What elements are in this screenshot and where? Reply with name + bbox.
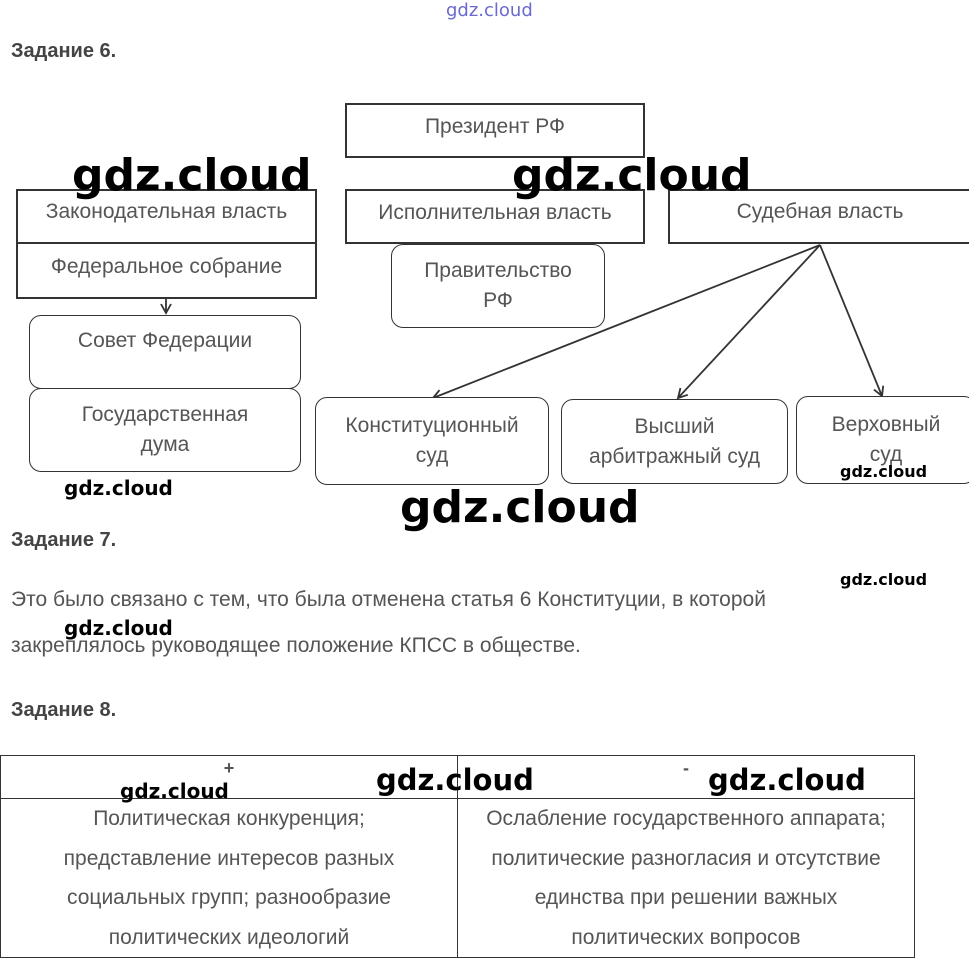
executive-box: Исполнительная власть	[345, 189, 645, 244]
table-row: Политическая конкуренция; представление …	[0, 798, 915, 958]
task6-heading: Задание 6.	[11, 40, 117, 62]
watermark-big-bottom: gdz.cloud	[400, 482, 640, 533]
pros-cons-table: + - Политическая конкуренция; представле…	[0, 755, 915, 958]
legislative-label: Законодательная власть	[45, 200, 288, 223]
president-box: Президент РФ	[345, 103, 645, 158]
constitutional-court-box: Конституционный суд	[315, 397, 549, 485]
supreme-court-label: Верховный суд	[831, 413, 941, 466]
federal-assembly-label: Федеральное собрание	[50, 255, 283, 278]
state-duma-label: Государственная дума	[81, 403, 249, 456]
judicial-box: Судебная власть	[668, 189, 969, 244]
watermark-big-left: gdz.cloud	[72, 150, 312, 201]
watermark-table-right: gdz.cloud	[708, 763, 866, 797]
plus-text: Политическая конкуренция; представление …	[63, 807, 395, 949]
arrow-judicial-to-arbitration	[676, 244, 821, 400]
arbitration-court-box: Высший арбитражный суд	[561, 399, 788, 484]
state-duma-box: Государственная дума	[29, 388, 301, 472]
federation-council-label: Совет Федерации	[77, 329, 253, 352]
legislative-box: Законодательная власть	[16, 189, 317, 244]
watermark-small-right2: gdz.cloud	[840, 570, 928, 589]
federation-council-box: Совет Федерации	[29, 315, 301, 389]
watermark-small-right1: gdz.cloud	[840, 462, 928, 481]
watermark-big-center: gdz.cloud	[512, 150, 752, 201]
judicial-label: Судебная власть	[736, 200, 904, 223]
president-label: Президент РФ	[424, 115, 566, 138]
task7-line1: Это было связано с тем, что была отменен…	[11, 588, 766, 611]
watermark-top: gdz.cloud	[446, 0, 533, 21]
executive-label: Исполнительная власть	[378, 201, 612, 224]
watermark-table-left: gdz.cloud	[120, 779, 229, 803]
watermark-table-center: gdz.cloud	[376, 763, 534, 797]
minus-label: -	[683, 758, 689, 778]
government-box: Правительство РФ	[391, 244, 605, 328]
arbitration-court-label: Высший арбитражный суд	[589, 414, 760, 468]
task7-heading: Задание 7.	[11, 529, 117, 551]
plus-cell: Политическая конкуренция; представление …	[0, 798, 458, 958]
arrow-judicial-to-supreme	[819, 244, 885, 398]
supreme-court-box: Верховный суд	[796, 396, 969, 484]
watermark-small-left2: gdz.cloud	[64, 616, 173, 640]
constitutional-court-label: Конституционный суд	[345, 414, 519, 467]
minus-cell: Ослабление государственного аппарата; по…	[457, 798, 915, 958]
minus-header: -	[457, 755, 915, 799]
plus-label: +	[223, 758, 235, 778]
task7-line2: закреплялось руководящее положение КПСС …	[11, 634, 581, 657]
government-label: Правительство РФ	[424, 259, 572, 312]
watermark-small-left1: gdz.cloud	[64, 476, 173, 500]
arrow-judicial-to-constitutional	[431, 244, 821, 401]
task8-heading: Задание 8.	[11, 699, 117, 721]
federal-assembly-box: Федеральное собрание	[16, 242, 317, 299]
minus-text: Ослабление государственного аппарата; по…	[486, 807, 886, 949]
